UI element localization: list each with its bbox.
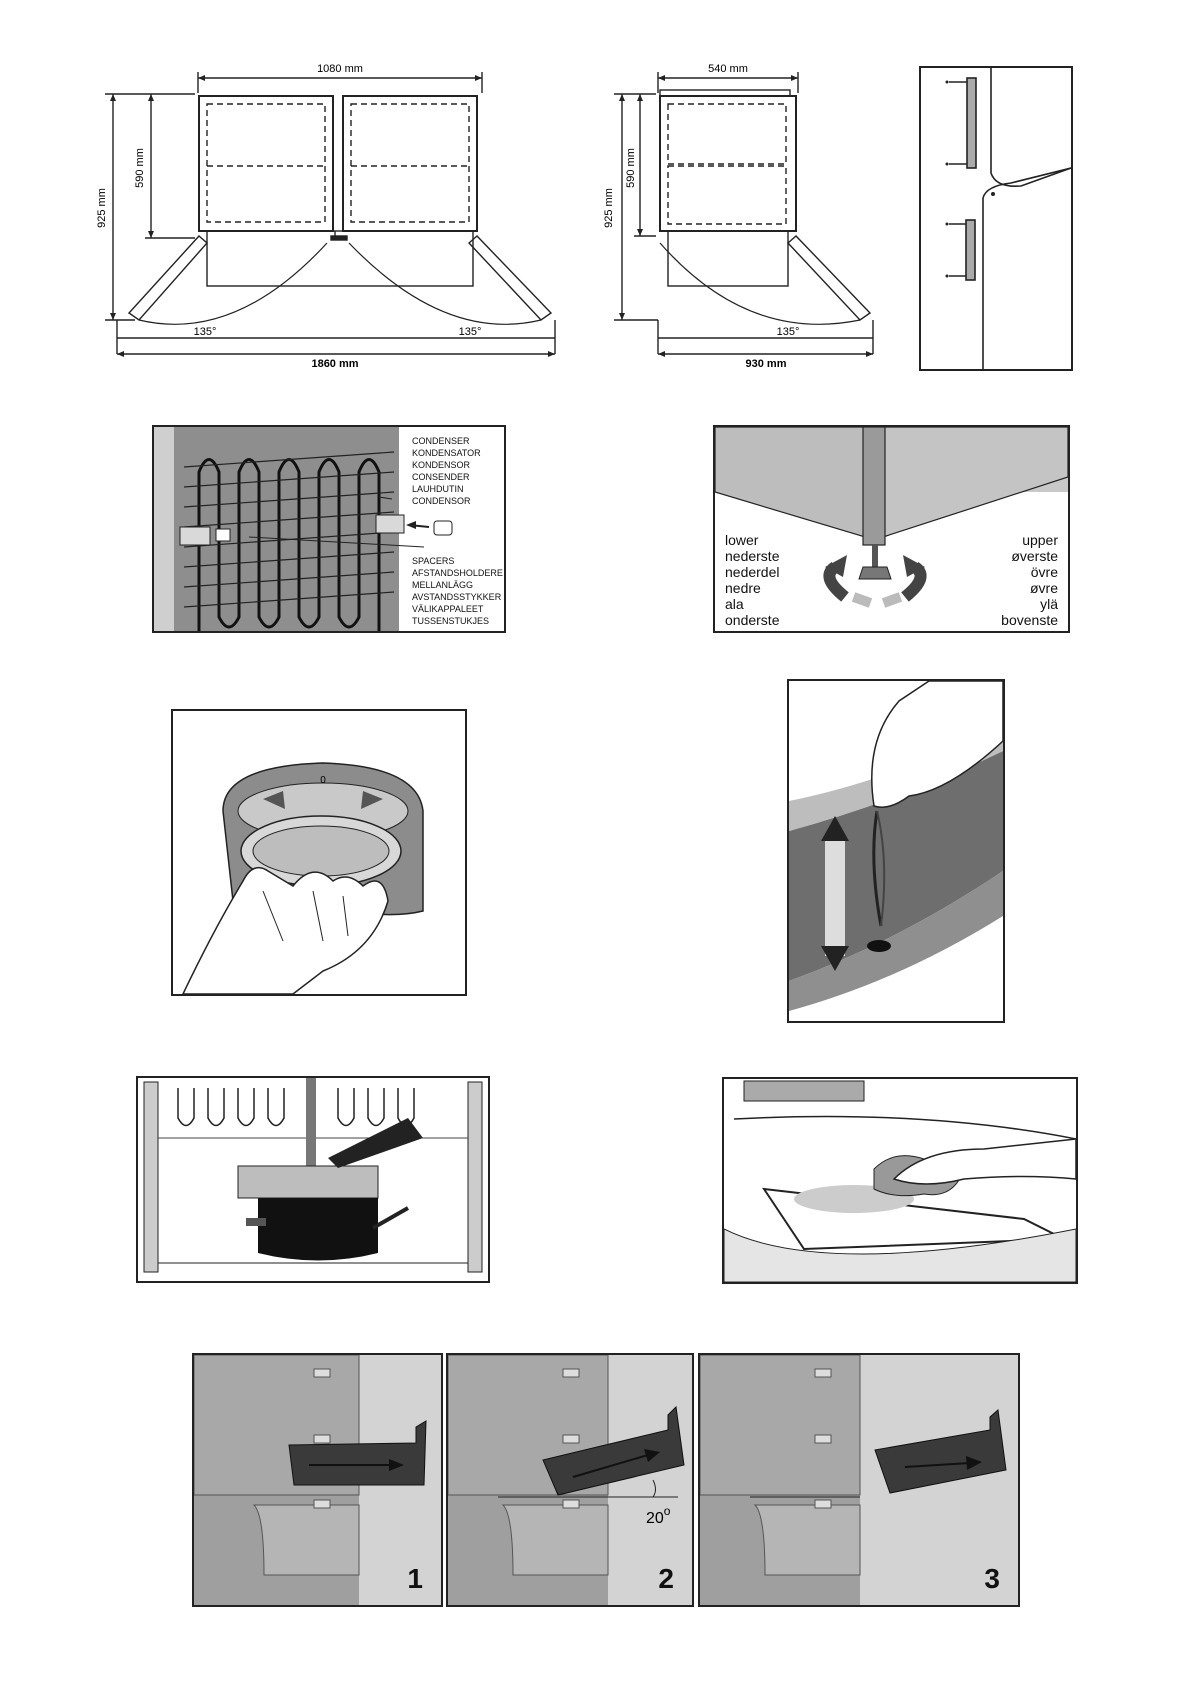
condenser-label: CONSENDER: [412, 472, 470, 482]
lower-label: onderste: [725, 612, 780, 628]
upper-label: øvre: [1030, 580, 1058, 596]
knob-mark: 0: [320, 775, 326, 786]
drain-drawing: [789, 681, 1003, 1011]
drawer-step-2: 20o 2: [446, 1353, 694, 1607]
dimension-diagram-double: 1080 mm 925 mm 590 mm 135° 135° 1860 mm: [95, 58, 565, 368]
width-label: 540 mm: [708, 63, 748, 75]
upper-label: övre: [1030, 564, 1058, 580]
lower-label: lower: [725, 532, 759, 548]
dimension-diagram-single: 540 mm 925 mm 590 mm 135° 930 mm: [598, 58, 878, 368]
upper-label: bovenste: [1001, 612, 1058, 628]
angle-right: 135°: [459, 326, 482, 338]
drawer-step-3-drawing: [700, 1355, 1018, 1605]
compressor-drawing: [138, 1078, 488, 1281]
condenser-drawing: [154, 427, 453, 631]
upper-label: upper: [1022, 532, 1058, 548]
handle-diagram: [919, 66, 1073, 371]
drain-diagram: [787, 679, 1005, 1023]
double-fridge-drawing: 1080 mm 925 mm 590 mm 135° 135° 1860 mm: [96, 63, 556, 368]
spacer-label: VÄLIKAPPALEET: [412, 604, 484, 614]
height-label: 925 mm: [96, 188, 108, 228]
spacer-label: SPACERS: [412, 556, 455, 566]
leveling-diagram: lower nederste nederdel nedre ala onders…: [713, 425, 1070, 633]
thermostat-diagram: 0: [171, 709, 467, 996]
upper-label: ylä: [1040, 596, 1058, 612]
condenser-label: LAUHDUTIN: [412, 484, 464, 494]
total-width-label: 1860 mm: [311, 358, 358, 368]
total-width-label: 930 mm: [746, 358, 787, 368]
lower-labels: lower nederste nederdel nedre ala onders…: [725, 532, 780, 628]
lower-label: ala: [725, 596, 744, 612]
cleaning-diagram: [722, 1077, 1078, 1284]
step-number: 3: [984, 1563, 1000, 1594]
upper-label: øverste: [1011, 548, 1058, 564]
upper-labels: upper øverste övre øvre ylä bovenste: [1001, 532, 1058, 628]
depth-label: 590 mm: [625, 148, 637, 188]
step-number: 2: [658, 1563, 674, 1594]
angle-value: 20o: [646, 1504, 671, 1527]
spacer-label: TUSSENSTUKJES: [412, 616, 490, 626]
handle-drawing: [945, 68, 1071, 369]
angle-left: 135°: [194, 326, 217, 338]
width-label: 1080 mm: [317, 63, 363, 75]
condenser-diagram: CONDENSER KONDENSATOR KONDENSOR CONSENDE…: [152, 425, 506, 633]
leveling-drawing: [715, 427, 1068, 608]
spacer-label: MELLANLÄGG: [412, 580, 474, 590]
lower-label: nedre: [725, 580, 761, 596]
lower-label: nederdel: [725, 564, 780, 580]
condenser-labels: CONDENSER KONDENSATOR KONDENSOR CONSENDE…: [412, 435, 481, 507]
drawer-step-3: 3: [698, 1353, 1020, 1607]
condenser-label: KONDENSOR: [412, 460, 471, 470]
single-fridge-drawing: 540 mm 925 mm 590 mm 135° 930 mm: [603, 63, 874, 368]
drawer-step-1: 1: [192, 1353, 443, 1607]
drawer-step-2-drawing: 20o: [448, 1355, 692, 1605]
height-label: 925 mm: [603, 188, 615, 228]
spacer-label: AVSTANDSSTYKKER: [412, 592, 502, 602]
drawer-step-1-drawing: [194, 1355, 441, 1605]
spacer-labels: SPACERS AFSTANDSHOLDERE MELLANLÄGG AVSTA…: [412, 555, 503, 627]
condenser-label: CONDENSOR: [412, 496, 471, 506]
condenser-label: CONDENSER: [412, 436, 470, 446]
cleaning-drawing: [724, 1079, 1076, 1282]
angle-label: 135°: [777, 326, 800, 338]
step-number: 1: [407, 1563, 423, 1594]
depth-label: 590 mm: [134, 148, 146, 188]
thermostat-drawing: 0: [182, 762, 424, 994]
compressor-diagram: [136, 1076, 490, 1283]
lower-label: nederste: [725, 548, 780, 564]
condenser-label: KONDENSATOR: [412, 448, 481, 458]
spacer-label: AFSTANDSHOLDERE: [412, 568, 503, 578]
